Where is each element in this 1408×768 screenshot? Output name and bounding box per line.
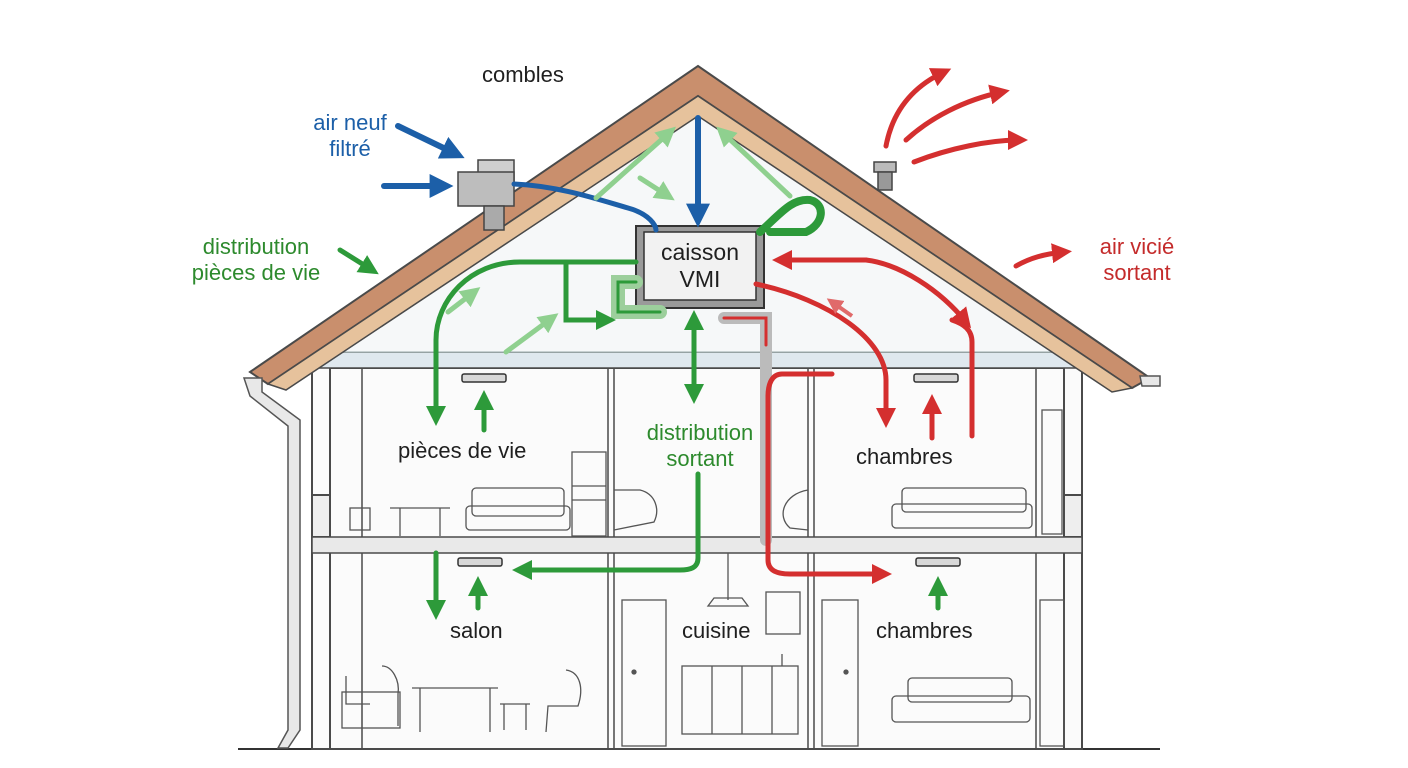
fresh-air-label: air neuf filtré bbox=[290, 110, 410, 162]
roof bbox=[248, 64, 1152, 393]
distribution-out-label: distribution sortant bbox=[628, 420, 772, 472]
distribution-living-label-line2: pièces de vie bbox=[191, 260, 321, 285]
fresh-air-label-line2: filtré bbox=[329, 136, 371, 161]
furniture bbox=[341, 409, 1065, 747]
attic-air-arrows bbox=[445, 126, 793, 355]
fresh-air-intake bbox=[457, 159, 515, 231]
bedrooms-upper-label: chambres bbox=[856, 444, 953, 469]
living-rooms-label: pièces de vie bbox=[398, 438, 527, 463]
exhaust-outlet bbox=[873, 161, 897, 173]
distribution-living-label-line1: distribution bbox=[202, 234, 310, 259]
vmi-unit-label-line1: caisson bbox=[661, 239, 739, 265]
kitchen-label: cuisine bbox=[682, 618, 751, 643]
lounge-label: salon bbox=[450, 618, 503, 643]
bedrooms-lower-label: chambres bbox=[876, 618, 973, 643]
vmi-unit-label-line2: VMI bbox=[679, 266, 721, 292]
exhaust-label-line1: air vicié bbox=[1099, 234, 1175, 259]
exhaust-label-line2: sortant bbox=[1103, 260, 1171, 285]
exhaust-arrows bbox=[753, 68, 1072, 584]
distribution-living-label: distribution pièces de vie bbox=[176, 234, 336, 286]
downpipe bbox=[242, 375, 1161, 749]
exhaust-label: air vicié sortant bbox=[1082, 234, 1192, 286]
fresh-air-label-line1: air neuf bbox=[313, 110, 387, 135]
fresh-air-arrows bbox=[381, 115, 710, 228]
distribution-out-label-line1: distribution bbox=[646, 420, 754, 445]
distribution-arrows bbox=[337, 247, 948, 620]
faint-exhaust-arrow bbox=[826, 298, 854, 318]
ceiling-vents bbox=[457, 373, 961, 567]
vmi-unit-label: caisson VMI bbox=[644, 232, 756, 300]
distribution-out-label-line2: sortant bbox=[666, 446, 734, 471]
interior-walls bbox=[361, 368, 1037, 749]
attic-floor bbox=[311, 351, 1083, 369]
attic-label: combles bbox=[482, 62, 564, 87]
vmi-unit bbox=[635, 225, 765, 309]
